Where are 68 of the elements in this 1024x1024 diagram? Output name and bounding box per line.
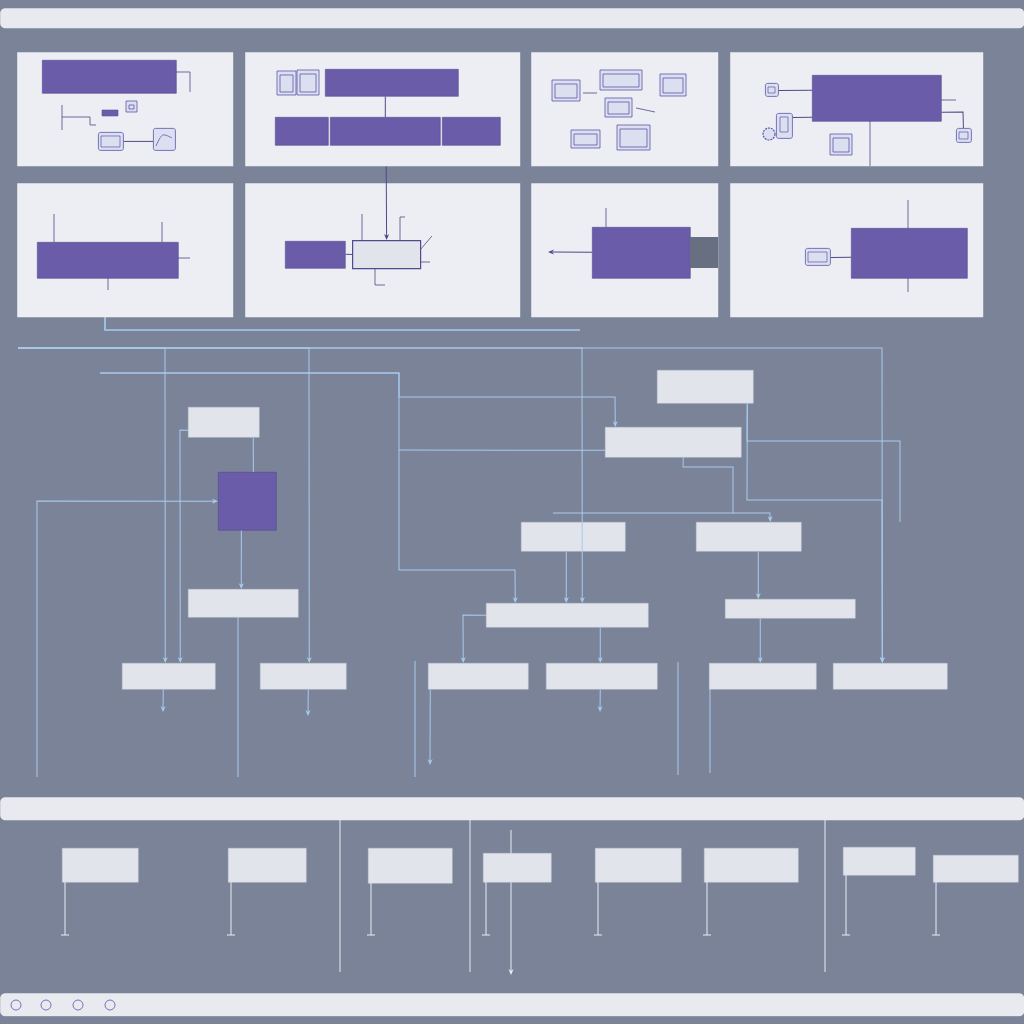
- connector: [398, 449, 606, 451]
- process-box: [325, 69, 459, 97]
- arrow: [682, 457, 772, 522]
- process-box: [260, 663, 347, 690]
- arrow: [306, 689, 310, 716]
- arrow: [161, 689, 165, 712]
- connector: [778, 89, 813, 91]
- process-box: [275, 117, 329, 146]
- timeline-box: [483, 853, 552, 883]
- process-box: [188, 589, 299, 618]
- connector: [384, 96, 386, 118]
- arrow: [758, 618, 763, 663]
- timeline-box: [368, 848, 453, 884]
- arrow: [384, 165, 389, 240]
- arrow: [428, 689, 432, 765]
- timeline-box: [62, 848, 139, 883]
- connector: [792, 116, 813, 118]
- process-box: [218, 472, 277, 531]
- connector: [941, 111, 964, 129]
- process-box: [709, 663, 817, 690]
- timeline-box: [595, 848, 682, 883]
- process-box: [486, 603, 649, 628]
- process-box: [37, 242, 179, 279]
- arrow: [36, 499, 218, 778]
- chart-icon: [153, 128, 176, 151]
- window-icon: [805, 248, 831, 266]
- process-box: [812, 75, 942, 122]
- section-bar: [0, 797, 1024, 821]
- arrow: [548, 250, 593, 254]
- connector: [345, 253, 353, 256]
- process-box: [851, 228, 968, 279]
- arrow: [239, 530, 244, 589]
- process-box: [188, 407, 260, 438]
- device-box: [352, 240, 422, 270]
- process-box: [725, 599, 856, 619]
- window-icon: [98, 132, 124, 151]
- connector: [746, 403, 901, 523]
- timeline-box: [228, 848, 307, 883]
- footer-bar: [0, 993, 1024, 1017]
- arrow: [461, 614, 487, 663]
- arrow: [598, 689, 602, 712]
- arrow: [756, 551, 761, 599]
- connector: [252, 437, 254, 473]
- process-box: [428, 663, 529, 690]
- process-box: [42, 60, 177, 94]
- process-box: [833, 663, 948, 690]
- timeline-box: [843, 847, 916, 876]
- header-bar: [0, 8, 1024, 29]
- connector: [830, 256, 852, 258]
- process-box: [122, 663, 216, 690]
- process-box: [592, 227, 691, 279]
- window-icon: [956, 128, 972, 143]
- panel: [245, 183, 521, 318]
- process-box: [605, 427, 742, 458]
- arrow: [598, 627, 603, 663]
- timeline-box: [704, 848, 799, 883]
- process-box: [521, 522, 626, 552]
- process-box: [657, 370, 754, 404]
- process-box: [442, 117, 501, 146]
- connector: [123, 140, 154, 142]
- window-icon: [765, 83, 779, 97]
- process-box: [696, 522, 802, 552]
- timeline-box: [933, 855, 1019, 883]
- arrow: [99, 372, 618, 427]
- process-box: [285, 241, 346, 269]
- arrow: [178, 429, 189, 663]
- process-box: [546, 663, 658, 690]
- arrow: [564, 551, 569, 603]
